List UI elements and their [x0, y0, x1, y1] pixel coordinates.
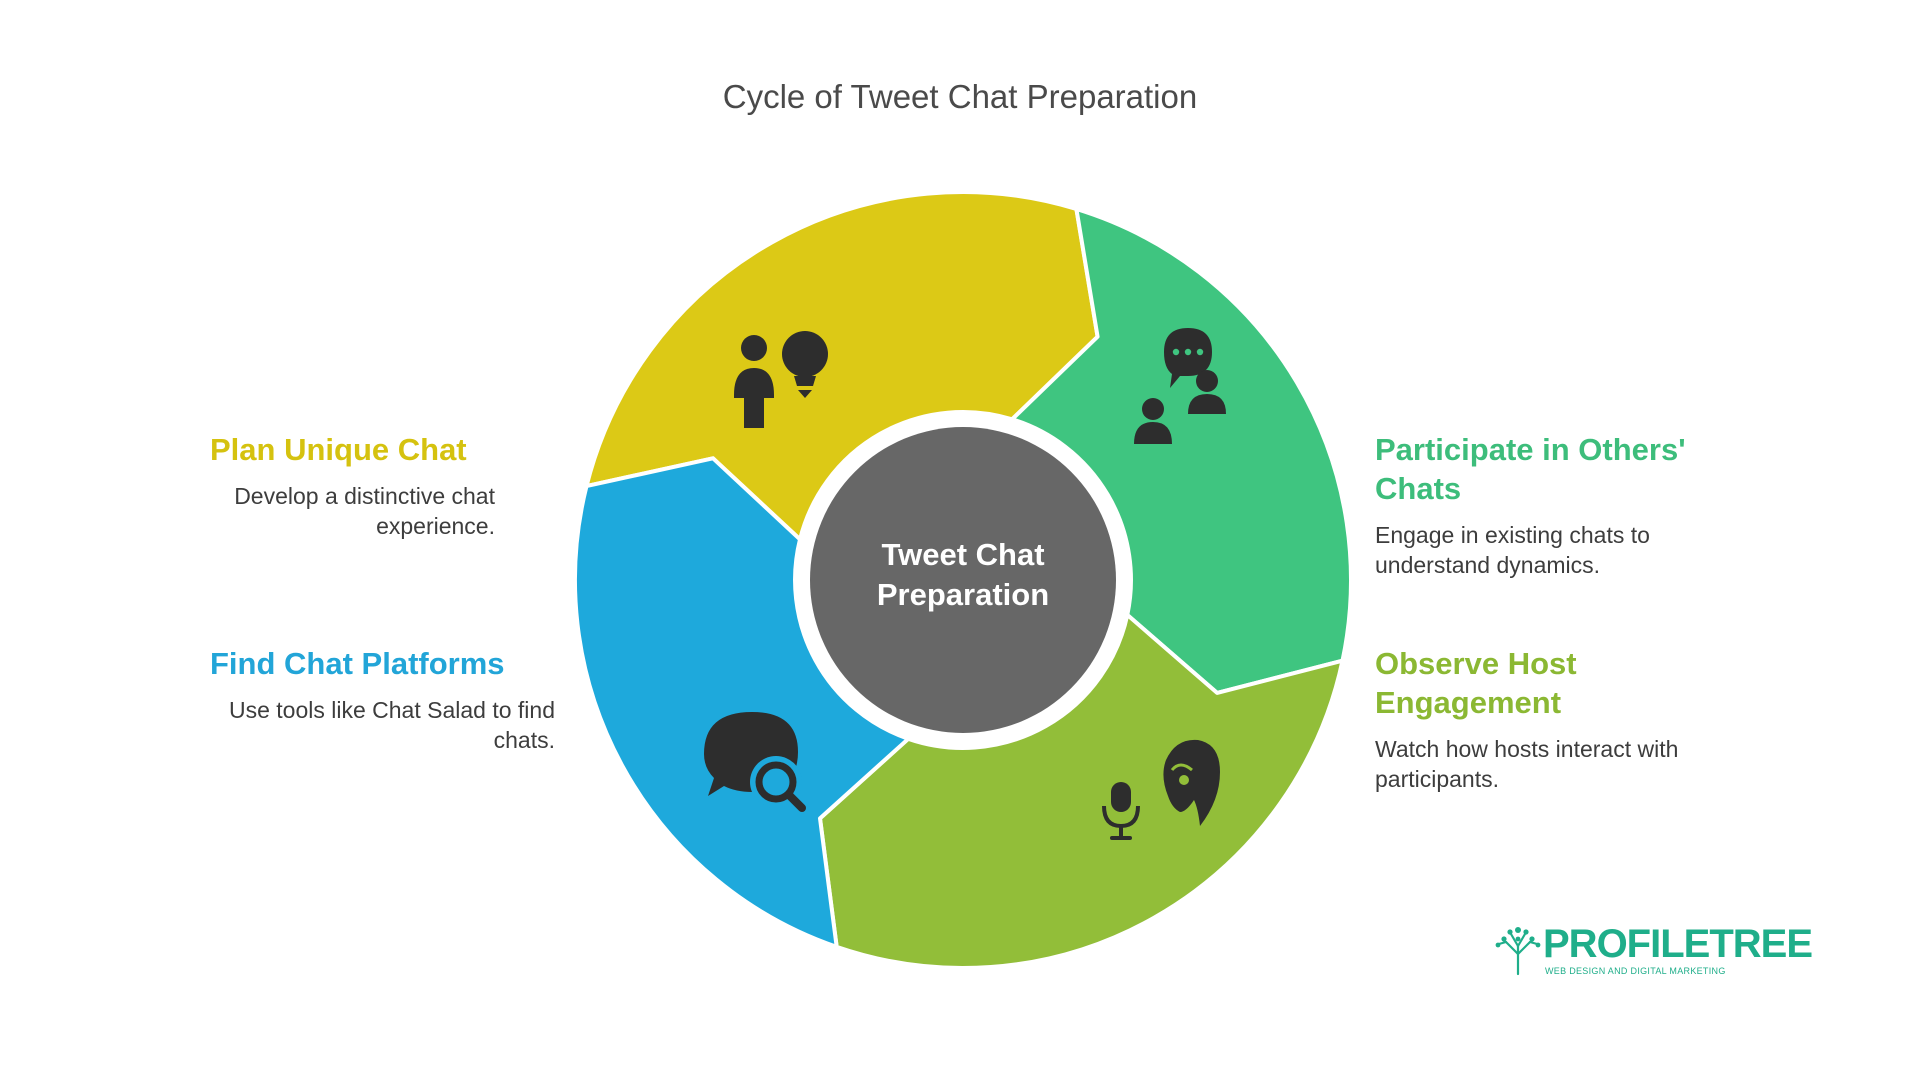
step-plan-unique-chat: Plan Unique Chat Develop a distinctive c…: [210, 430, 495, 541]
center-circle: [810, 427, 1116, 733]
logo-tagline: WEB DESIGN AND DIGITAL MARKETING: [1545, 966, 1726, 976]
segment-participate-in-others-chats: [1010, 207, 1353, 695]
segment-find-chat-platforms: [572, 456, 911, 949]
step-title: Find Chat Platforms: [210, 646, 505, 681]
center-label-line1: Tweet Chat: [881, 537, 1044, 572]
segment-observe-host-engagement: [818, 612, 1345, 971]
segment-plan-unique-chat: [584, 190, 1100, 542]
step-title: Observe Host Engagement: [1375, 646, 1577, 720]
person-lightbulb-icon: [734, 331, 828, 428]
step-description: Engage in existing chats to understand d…: [1375, 522, 1650, 578]
group-chat-icon: [1134, 328, 1226, 444]
step-description: Watch how hosts interact with participan…: [1375, 736, 1679, 792]
step-observe-host-engagement: Observe Host Engagement Watch how hosts …: [1375, 644, 1715, 794]
host-microphone-icon: [1102, 739, 1220, 840]
step-participate-in-others-chats: Participate in Others' Chats Engage in e…: [1375, 430, 1705, 580]
diagram-title: Cycle of Tweet Chat Preparation: [722, 78, 1198, 115]
tree-logo-icon: [1495, 927, 1541, 976]
chat-search-icon: [704, 712, 806, 812]
center-label-line2: Preparation: [877, 577, 1049, 612]
step-title: Plan Unique Chat: [210, 432, 467, 467]
step-description: Develop a distinctive chat experience.: [234, 483, 495, 539]
step-title: Participate in Others' Chats: [1375, 432, 1686, 506]
logo-wordmark: PROFILETREE: [1543, 922, 1813, 966]
step-description: Use tools like Chat Salad to find chats.: [228, 697, 555, 753]
profiletree-logo: PROFILETREE WEB DESIGN AND DIGITAL MARKE…: [1495, 922, 1813, 980]
step-find-chat-platforms: Find Chat Platforms Use tools like Chat …: [210, 644, 555, 755]
